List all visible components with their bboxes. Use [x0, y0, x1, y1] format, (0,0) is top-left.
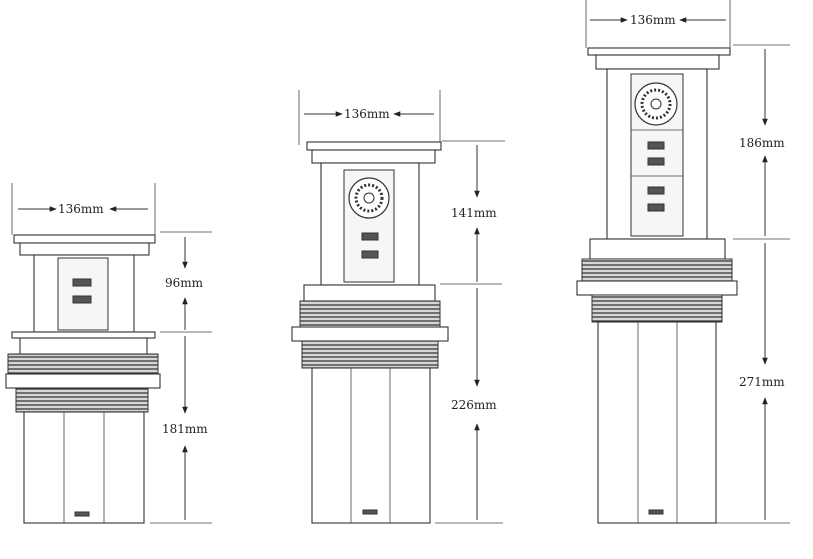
fan-hub	[363, 192, 375, 204]
unit-large: 136mm 186mm 271mm	[576, 0, 790, 524]
fan-blades	[354, 183, 384, 213]
usb-port-2	[72, 295, 92, 304]
unit-small: 136mm 96mm 181mm	[5, 183, 212, 524]
thread-band-upper	[581, 258, 733, 282]
upper-flange	[11, 331, 156, 339]
collar	[589, 238, 726, 260]
bottom-indicator	[648, 509, 664, 515]
lid-rim	[595, 54, 720, 70]
dim2-label: 271mm	[739, 375, 785, 389]
mounting-ring	[576, 280, 738, 296]
top-lid	[13, 234, 156, 244]
lid-rim	[19, 242, 150, 256]
usb-port-2	[647, 157, 665, 166]
usb-port-3	[647, 186, 665, 195]
thread-band-lower	[15, 387, 149, 413]
lower-body	[23, 411, 145, 524]
usb-port-2	[361, 250, 379, 259]
usb-port-1	[647, 141, 665, 150]
width-label: 136mm	[58, 202, 104, 216]
bottom-indicator	[74, 511, 90, 517]
dim2-label: 226mm	[451, 398, 497, 412]
fan-hub	[650, 98, 662, 110]
unit-medium: 136mm 141mm 226mm	[291, 90, 505, 524]
thread-band-upper	[7, 353, 159, 375]
width-label: 136mm	[630, 13, 676, 27]
mounting-ring	[291, 326, 449, 342]
thread-band-lower	[591, 294, 723, 323]
thread-band-upper	[299, 300, 441, 328]
bottom-indicator	[362, 509, 378, 515]
dim1-label: 141mm	[451, 206, 497, 220]
top-lid	[306, 141, 442, 151]
top-lid	[587, 47, 731, 56]
usb-port-1	[361, 232, 379, 241]
dim1-label: 96mm	[165, 276, 204, 290]
mounting-ring	[5, 373, 161, 389]
collar	[303, 284, 436, 302]
collar	[19, 337, 148, 355]
usb-port-4	[647, 203, 665, 212]
thread-band-lower	[301, 340, 439, 369]
dim1-label: 186mm	[739, 136, 785, 150]
width-label: 136mm	[344, 107, 390, 121]
lower-body	[311, 367, 431, 524]
lid-rim	[311, 149, 436, 164]
fan-blades	[640, 88, 672, 120]
usb-port-1	[72, 278, 92, 287]
lower-body	[597, 321, 717, 524]
socket-panel	[57, 257, 109, 331]
dim2-label: 181mm	[162, 422, 208, 436]
